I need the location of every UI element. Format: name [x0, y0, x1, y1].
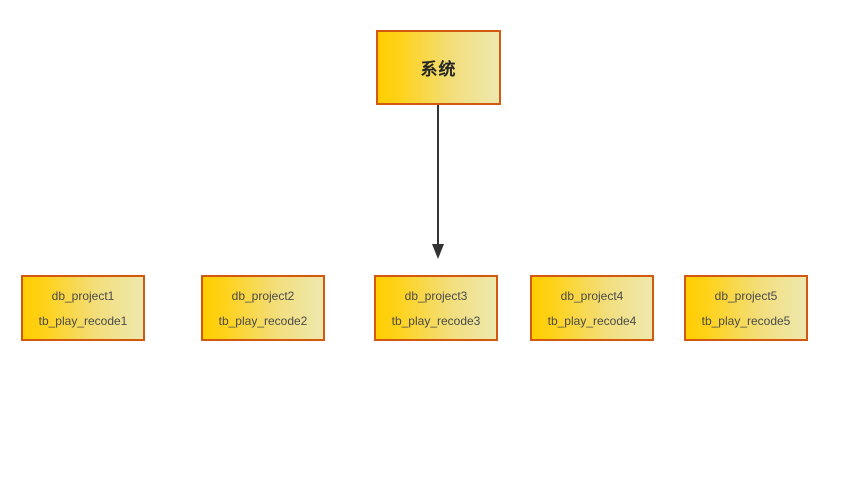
node-db-project5[interactable]: db_project5 tb_play_recode5	[684, 275, 808, 341]
node-db-project1[interactable]: db_project1 tb_play_recode1	[21, 275, 145, 341]
node-db-project1-db-label: db_project1	[51, 288, 115, 303]
node-system[interactable]: 系统	[376, 30, 501, 105]
node-db-project4-db-label: db_project4	[560, 288, 624, 303]
node-system-label: 系统	[420, 60, 457, 80]
node-db-project1-table-label: tb_play_recode1	[38, 313, 128, 328]
node-db-project5-db-label: db_project5	[714, 288, 778, 303]
node-db-project4[interactable]: db_project4 tb_play_recode4	[530, 275, 654, 341]
node-db-project2-table-label: tb_play_recode2	[218, 313, 308, 328]
node-db-project5-table-label: tb_play_recode5	[701, 313, 791, 328]
node-db-project3-db-label: db_project3	[404, 288, 468, 303]
node-db-project3[interactable]: db_project3 tb_play_recode3	[374, 275, 498, 341]
node-db-project2-db-label: db_project2	[231, 288, 295, 303]
node-db-project3-table-label: tb_play_recode3	[391, 313, 481, 328]
node-db-project2[interactable]: db_project2 tb_play_recode2	[201, 275, 325, 341]
connector-arrowhead-icon	[432, 244, 444, 259]
node-db-project4-table-label: tb_play_recode4	[547, 313, 637, 328]
